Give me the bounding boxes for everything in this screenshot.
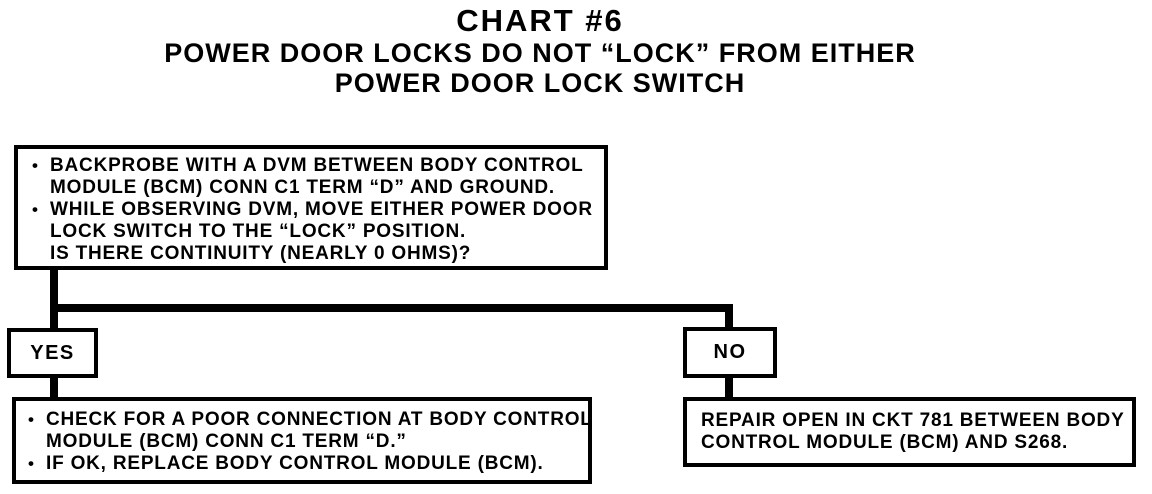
question-box: • BACKPROBE WITH A DVM BETWEEN BODY CONT…: [14, 145, 608, 270]
bullet-glyph: [32, 221, 50, 243]
no-action-line: REPAIR OPEN IN CKT 781 BETWEEN BODY: [701, 410, 1126, 432]
question-line-text: IS THERE CONTINUITY (NEARLY 0 OHMS)?: [50, 243, 472, 264]
chart-subtitle-line2: POWER DOOR LOCK SWITCH: [334, 68, 746, 98]
bullet-glyph: [32, 243, 50, 265]
bullet-glyph: •: [28, 454, 35, 473]
yes-action-line: MODULE (BCM) CONN C1 TERM “D.”: [28, 431, 582, 453]
yes-decision-box: YES: [7, 328, 98, 378]
question-line: LOCK SWITCH TO THE “LOCK” POSITION.: [32, 221, 598, 243]
yes-label: YES: [30, 341, 75, 364]
bullet-glyph: [32, 177, 50, 199]
no-action-line-text: REPAIR OPEN IN CKT 781 BETWEEN BODY: [701, 410, 1125, 431]
connector-no-drop: [725, 304, 733, 330]
connector-no-to-action: [725, 375, 733, 399]
question-line: MODULE (BCM) CONN C1 TERM “D” AND GROUND…: [32, 177, 598, 199]
yes-action-box: • CHECK FOR A POOR CONNECTION AT BODY CO…: [12, 397, 592, 484]
chart-subtitle-line1: POWER DOOR LOCKS DO NOT “LOCK” FROM EITH…: [164, 38, 916, 68]
question-line: IS THERE CONTINUITY (NEARLY 0 OHMS)?: [32, 243, 598, 265]
no-label: NO: [713, 341, 747, 363]
no-action-box: REPAIR OPEN IN CKT 781 BETWEEN BODY CONT…: [683, 397, 1136, 467]
question-line-text: BACKPROBE WITH A DVM BETWEEN BODY CONTRO…: [50, 155, 584, 176]
yes-action-line-text: IF OK, REPLACE BODY CONTROL MODULE (BCM)…: [46, 453, 544, 474]
connector-question-drop: [50, 266, 58, 328]
connector-yes-to-action: [50, 374, 58, 399]
question-line: • WHILE OBSERVING DVM, MOVE EITHER POWER…: [32, 199, 598, 221]
no-decision-box: NO: [683, 327, 777, 378]
bullet-glyph: •: [28, 410, 35, 429]
yes-action-line: • CHECK FOR A POOR CONNECTION AT BODY CO…: [28, 409, 592, 431]
bullet-glyph: [28, 431, 46, 453]
bullet-glyph: •: [32, 156, 39, 175]
no-action-line: CONTROL MODULE (BCM) AND S268.: [701, 432, 1126, 454]
chart-title: CHART #6 POWER DOOR LOCKS DO NOT “LOCK” …: [0, 3, 1080, 98]
bullet-glyph: •: [32, 200, 39, 219]
question-line-text: LOCK SWITCH TO THE “LOCK” POSITION.: [50, 221, 467, 242]
connector-branch-horizontal: [50, 304, 733, 312]
yes-action-line-text: MODULE (BCM) CONN C1 TERM “D.”: [46, 431, 407, 452]
no-action-line-text: CONTROL MODULE (BCM) AND S268.: [701, 432, 1069, 453]
chart-number: CHART #6: [456, 3, 624, 38]
yes-action-line: • IF OK, REPLACE BODY CONTROL MODULE (BC…: [28, 453, 582, 475]
yes-action-line-text: CHECK FOR A POOR CONNECTION AT BODY CONT…: [46, 409, 593, 430]
question-line: • BACKPROBE WITH A DVM BETWEEN BODY CONT…: [32, 155, 598, 177]
question-line-text: WHILE OBSERVING DVM, MOVE EITHER POWER D…: [50, 199, 593, 220]
question-line-text: MODULE (BCM) CONN C1 TERM “D” AND GROUND…: [50, 177, 555, 198]
